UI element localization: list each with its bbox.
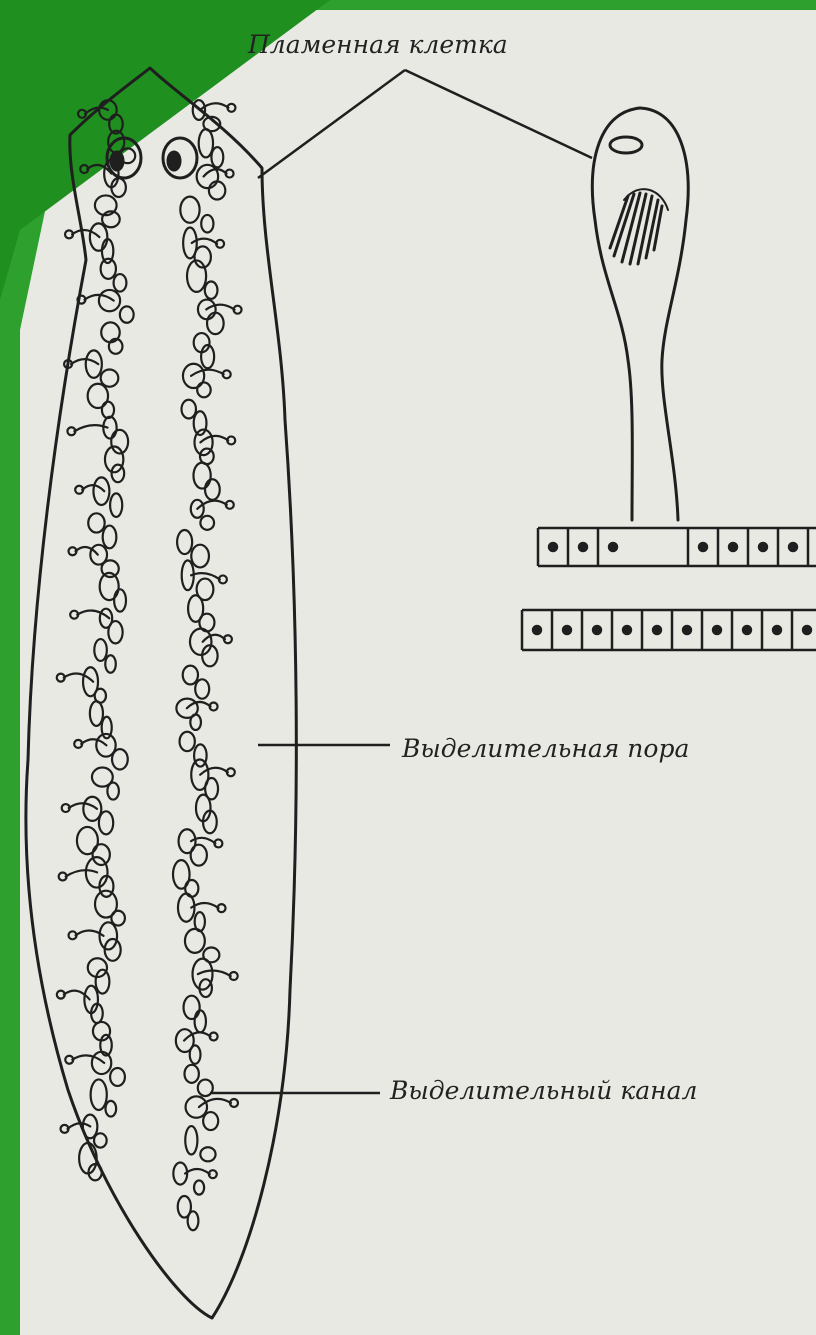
flame-cilia	[610, 193, 662, 264]
leader-lines	[210, 70, 592, 1093]
flame-cell-label: Пламенная клетка	[248, 30, 508, 59]
flame-cell-enlarged	[592, 108, 688, 520]
epithelium-layers	[522, 528, 816, 650]
excretory-canal-label: Выделительный канал	[390, 1076, 697, 1105]
excretory-pore-label: Выделительная пора	[402, 734, 689, 763]
body-outline	[26, 68, 296, 1318]
